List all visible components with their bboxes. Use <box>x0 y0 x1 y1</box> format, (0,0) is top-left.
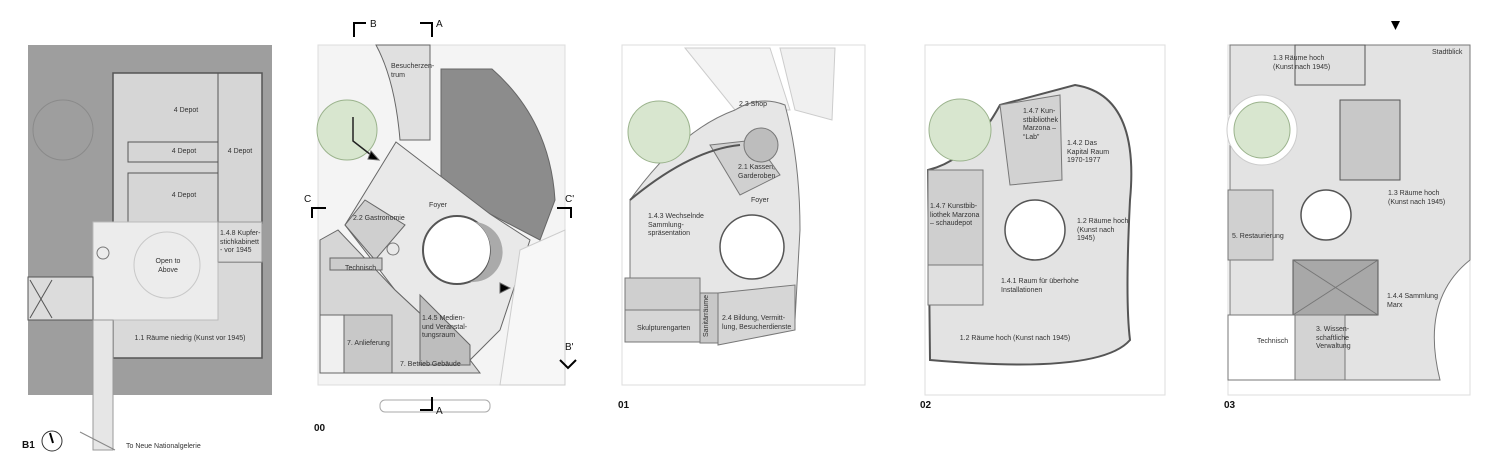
room-raeume-hoch-1: 1.2 Räume hoch (Kunst nach 1945) <box>1077 218 1129 242</box>
room-medienraum: 1.4.5 Medien- und Veranstal- tungsraum <box>422 315 468 339</box>
room-raeume-niedrig: 1.1 Räume niedrig (Kunst vor 1945) <box>134 335 246 342</box>
room-depot-4: 4 Depot <box>171 192 197 199</box>
room-kapital-raum: 1.4.2 Das Kapital Raum 1970-1977 <box>1067 140 1110 164</box>
room-anlieferung: 7. Anlieferung <box>347 340 390 347</box>
plan-b1 <box>27 45 272 452</box>
plan-00 <box>311 22 577 413</box>
room-raeume-hoch-2: 1.2 Räume hoch (Kunst nach 1945) <box>959 335 1071 342</box>
level-label-b1: B1 <box>22 440 35 451</box>
room-besucherzentrum: Besucherzen- trum <box>391 63 435 79</box>
room-raeume-hoch-top: 1.3 Räume hoch (Kunst nach 1945) <box>1273 55 1331 71</box>
room-depot-2: 4 Depot <box>171 148 197 155</box>
room-sammlung-marx: 1.4.4 Sammlung Marx <box>1387 293 1438 309</box>
room-gastronomie: 2.2 Gastronomie <box>353 215 405 222</box>
room-kunstbibliothek-lab: 1.4.7 Kun- stbibliothek Marzona – “Lab” <box>1023 108 1059 141</box>
level-label-00: 00 <box>314 423 326 434</box>
room-bildung: 2.4 Bildung, Vermitt- lung, Besucherdien… <box>722 315 792 331</box>
room-wissenschaftliche-verwaltung: 3. Wissen- schaftliche Verwaltung <box>1316 326 1351 350</box>
level-label-02: 02 <box>920 400 932 411</box>
room-technisch-03: Technisch <box>1257 338 1289 345</box>
level-label-03: 03 <box>1224 400 1236 411</box>
section-marker-c-prime: C' <box>565 194 575 205</box>
room-kupferstichkabinett: 1.4.8 Kupfer- stichkabinett - vor 1945 <box>220 230 261 254</box>
room-ueberhohe-installationen: 1.4.1 Raum für überhohe Installationen <box>1001 278 1079 294</box>
room-kunstbibliothek-schaudepot: 1.4.7 Kunstbib- liothek Marzona – schaud… <box>930 203 980 227</box>
room-foyer: Foyer <box>429 202 447 209</box>
stadtblick: Stadtblick <box>1432 49 1463 56</box>
room-shop: 2.3 Shop <box>739 101 768 108</box>
room-foyer-01: Foyer <box>751 197 769 204</box>
plan-03 <box>1226 21 1471 396</box>
section-marker-b: B <box>370 19 377 30</box>
room-technisch: Technisch <box>345 265 377 272</box>
room-depot-1: 4 Depot <box>173 107 199 114</box>
room-betrieb-gebaeude: 7. Betrieb Gebäude <box>400 361 461 368</box>
level-label-01: 01 <box>618 400 630 411</box>
room-depot-3: 4 Depot <box>227 148 253 155</box>
link-neue-nationalgalerie: To Neue Nationalgelerie <box>126 443 201 450</box>
room-wechselnde-sammlung: 1.4.3 Wechselnde Sammlung- spräsentation <box>648 213 704 237</box>
open-to-above: Open to Above <box>155 258 181 274</box>
room-restaurierung: 5. Restaurierung <box>1232 233 1284 240</box>
room-sanitaerraeume: Sanitärräume <box>703 294 710 337</box>
room-raeume-hoch-mid: 1.3 Räume hoch (Kunst nach 1945) <box>1388 190 1446 206</box>
section-marker-c: C <box>304 194 312 205</box>
room-kassen: 2.1 Kassen, Garderoben <box>738 164 776 180</box>
section-marker-a: A <box>436 19 443 30</box>
plan-02 <box>924 44 1166 396</box>
section-marker-a-bottom: A <box>436 406 443 417</box>
plan-01 <box>621 44 866 386</box>
room-skulpturengarten: Skulpturengarten <box>637 325 691 332</box>
section-marker-b-prime: B' <box>565 342 574 353</box>
